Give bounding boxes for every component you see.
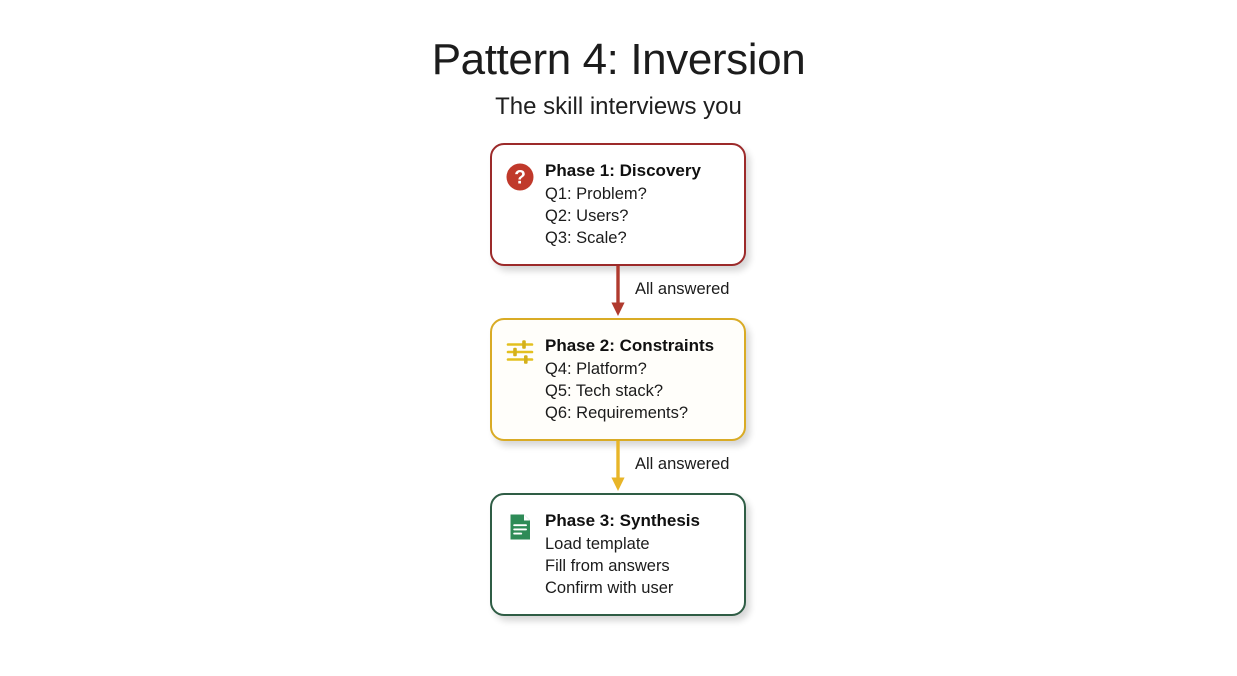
phase-line: Confirm with user: [545, 579, 674, 598]
phase-card-body: Phase 3: Synthesis Load template Fill fr…: [545, 509, 730, 600]
connector-label: All answered: [635, 280, 730, 299]
slide-header: Pattern 4: Inversion The skill interview…: [0, 36, 1237, 120]
connector-label: All answered: [635, 455, 730, 474]
connector-2: All answered: [490, 441, 746, 493]
phase-line: Q4: Platform?: [545, 360, 647, 379]
phase-line: Q3: Scale?: [545, 229, 627, 248]
document-icon: [510, 514, 530, 540]
arrow-down-icon: [611, 441, 625, 492]
sliders-tune-icon: [506, 340, 534, 364]
phase-heading: Phase 3: Synthesis: [545, 511, 700, 531]
phase-card-discovery[interactable]: ? Phase 1: Discovery Q1: Problem? Q2: Us…: [490, 143, 746, 267]
phase-line: Q6: Requirements?: [545, 404, 689, 423]
phase-card-body: Phase 1: Discovery Q1: Problem? Q2: User…: [545, 159, 730, 250]
phase-line: Q5: Tech stack?: [545, 382, 664, 401]
phase-card-synthesis[interactable]: Phase 3: Synthesis Load template Fill fr…: [490, 493, 746, 617]
phase-card-constraints[interactable]: Phase 2: Constraints Q4: Platform? Q5: T…: [490, 318, 746, 442]
phase-heading: Phase 2: Constraints: [545, 336, 715, 356]
phase-card-body: Phase 2: Constraints Q4: Platform? Q5: T…: [545, 334, 730, 425]
svg-text:?: ?: [514, 168, 526, 189]
phase-heading: Phase 1: Discovery: [545, 161, 701, 180]
connector-1: All answered: [490, 266, 746, 318]
phase-line: Q1: Problem?: [545, 185, 647, 204]
page-title: Pattern 4: Inversion: [431, 35, 806, 84]
question-mark-circle-icon: ?: [506, 163, 534, 191]
phase-line: Fill from answers: [545, 557, 670, 576]
page-subtitle: The skill interviews you: [495, 92, 742, 120]
phase-line: Load template: [545, 535, 650, 554]
phase-line: Q2: Users?: [545, 207, 629, 226]
phase-flow-diagram: ? Phase 1: Discovery Q1: Problem? Q2: Us…: [490, 143, 746, 617]
arrow-down-icon: [611, 266, 625, 317]
